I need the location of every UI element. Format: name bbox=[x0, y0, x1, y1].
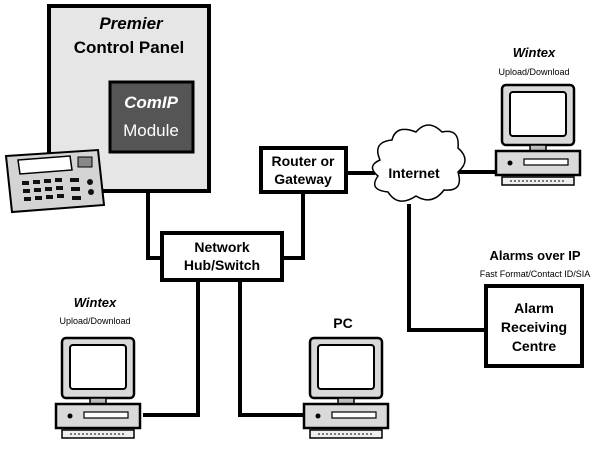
hub-line2: Hub/Switch bbox=[184, 257, 260, 273]
arc-line3: Centre bbox=[512, 338, 557, 354]
comip-module-line1: ComIP bbox=[124, 93, 179, 112]
connection-lines bbox=[143, 152, 496, 417]
link-hub-pc bbox=[238, 270, 312, 417]
keypad-icon bbox=[4, 148, 106, 214]
arc-line2: Receiving bbox=[501, 319, 567, 335]
link-hub-wintex bbox=[143, 270, 200, 417]
comip-module: ComIP Module bbox=[108, 80, 195, 154]
alarms-title: Alarms over IP bbox=[489, 248, 580, 263]
comip-module-line2: Module bbox=[123, 121, 179, 140]
hub-line1: Network bbox=[194, 239, 249, 255]
pc: PC bbox=[302, 315, 390, 440]
pc-title: PC bbox=[333, 315, 352, 331]
link-internet-arc bbox=[407, 204, 486, 332]
control-panel-title-line2: Control Panel bbox=[74, 38, 185, 57]
router-line2: Gateway bbox=[274, 171, 332, 187]
control-panel-title-line1: Premier bbox=[99, 14, 164, 33]
computer-icon bbox=[302, 336, 390, 440]
router-gateway: Router or Gateway bbox=[259, 146, 348, 194]
link-hub-router bbox=[282, 192, 305, 260]
wintex-top-subtitle: Upload/Download bbox=[498, 67, 569, 77]
network-hub: Network Hub/Switch bbox=[160, 231, 284, 282]
computer-icon bbox=[54, 336, 142, 440]
arc-line1: Alarm bbox=[514, 300, 554, 316]
wintex-bottom-subtitle: Upload/Download bbox=[59, 316, 130, 326]
internet-cloud: Internet bbox=[371, 124, 466, 202]
wintex-top-title: Wintex bbox=[513, 45, 556, 60]
alarms-subtitle: Fast Format/Contact ID/SIA bbox=[480, 269, 591, 279]
internet-label: Internet bbox=[388, 165, 440, 181]
router-line1: Router or bbox=[272, 153, 336, 169]
alarm-receiving-centre: Alarm Receiving Centre bbox=[484, 284, 584, 368]
computer-icon bbox=[494, 83, 582, 187]
wintex-bottom-title: Wintex bbox=[74, 295, 117, 310]
wintex-top: Wintex Upload/Download bbox=[494, 45, 582, 187]
alarms-over-ip: Alarms over IP Fast Format/Contact ID/SI… bbox=[480, 248, 591, 279]
wintex-bottom: Wintex Upload/Download bbox=[54, 295, 142, 440]
